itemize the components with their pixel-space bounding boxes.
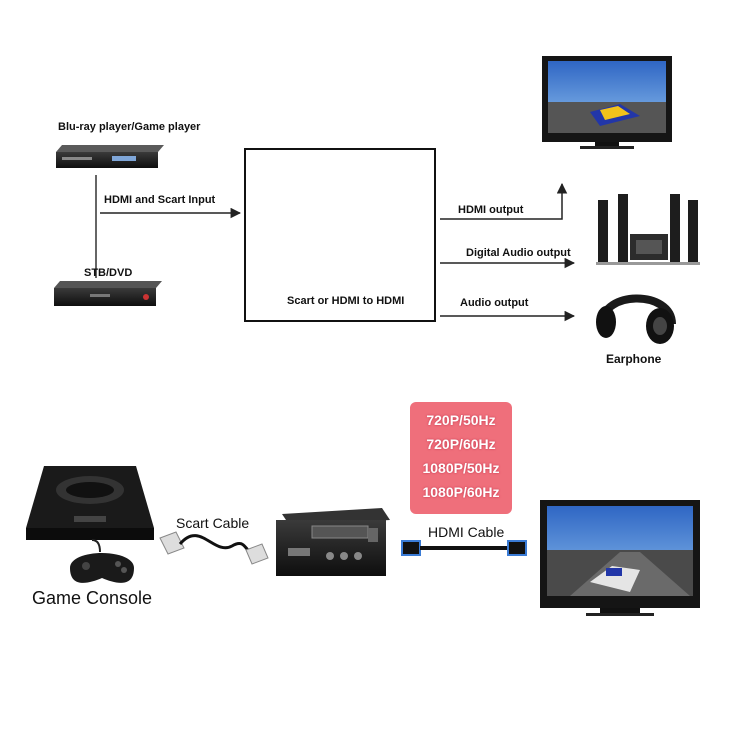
digital-audio-output-label: Digital Audio output (466, 247, 571, 259)
hdmi-output-label: HDMI output (458, 204, 524, 216)
blu-ray-player-icon (56, 145, 164, 168)
controller-icon (70, 539, 134, 583)
blu-ray-label: Blu-ray player/Game player (58, 121, 201, 133)
resolution-item: 1080P/60Hz (422, 484, 500, 500)
converter-ports-icon (276, 508, 390, 576)
input-label: HDMI and Scart Input (104, 194, 216, 206)
headphones-icon (596, 294, 676, 344)
speaker-system-icon (596, 194, 700, 265)
resolution-item: 1080P/50Hz (422, 460, 500, 476)
hdmi-output-arrow (440, 182, 568, 220)
stb-dvd-icon (54, 281, 162, 306)
tv-bottom-icon (540, 500, 700, 616)
tv-top-icon (542, 56, 672, 149)
earphone-label: Earphone (606, 352, 662, 366)
converter-frame (244, 148, 436, 322)
stb-dvd-label: STB/DVD (84, 267, 133, 279)
game-console-icon (26, 466, 154, 540)
game-console-label: Game Console (32, 588, 153, 608)
hdmi-cable-label: HDMI Cable (428, 524, 505, 540)
scart-cable-icon (159, 531, 269, 565)
hdmi-cable-icon (401, 540, 527, 556)
resolution-box: 720P/50Hz 720P/60Hz 1080P/50Hz 1080P/60H… (410, 402, 512, 514)
resolution-item: 720P/50Hz (426, 412, 496, 428)
resolution-item: 720P/60Hz (426, 436, 496, 452)
audio-output-label: Audio output (460, 297, 529, 309)
converter-label: Scart or HDMI to HDMI (287, 295, 405, 307)
scart-cable-label: Scart Cable (176, 515, 250, 531)
